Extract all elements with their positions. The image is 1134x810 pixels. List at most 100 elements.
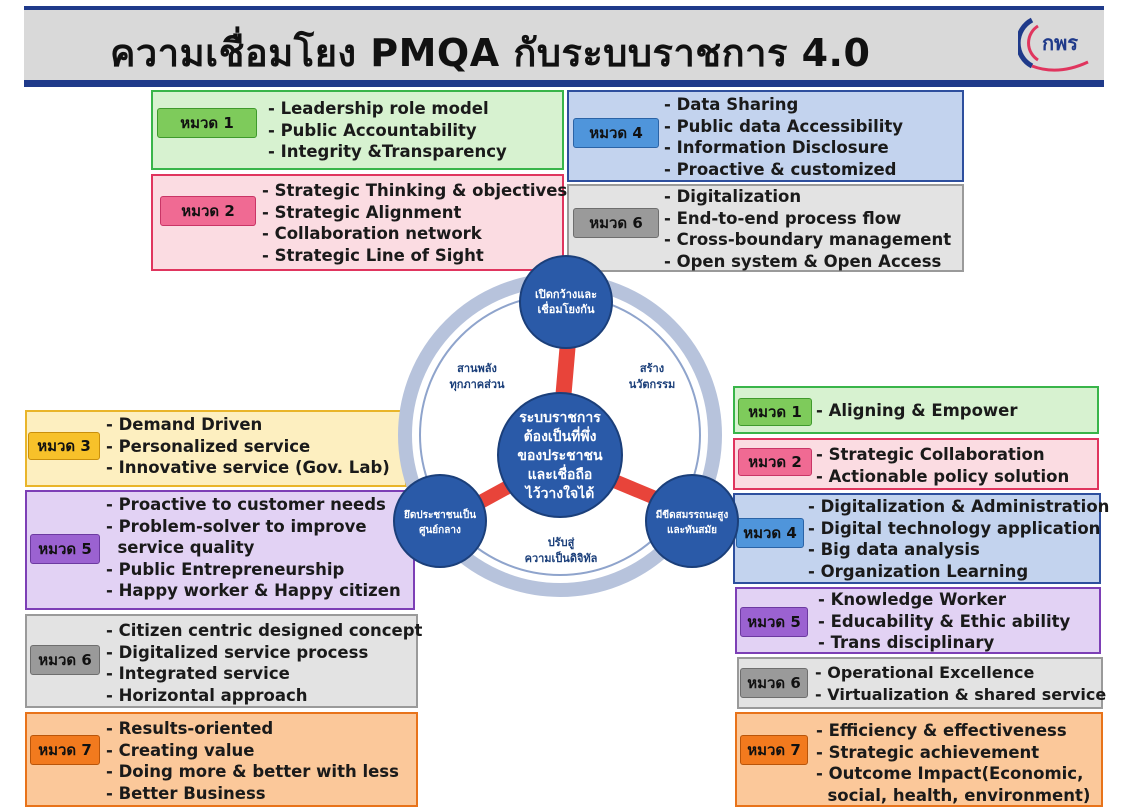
list-item: - Data Sharing [664, 95, 799, 114]
list-item: service quality [106, 538, 255, 557]
node-right-text: มีขีดสมรรถนะสูง [656, 509, 729, 522]
list-item: - Virtualization & shared service [815, 684, 1107, 704]
right-category-2-badge: หมวด 2 [738, 448, 812, 476]
list-item: - Strategic achievement [816, 742, 1040, 762]
list-item: - Doing more & better with less [106, 762, 399, 781]
right-category-7-badge: หมวด 7 [740, 735, 808, 765]
header-band [24, 10, 1104, 82]
top-right-category-6-badge: หมวด 6 [573, 208, 659, 238]
center-text-line: ไว้วางใจได้ [524, 484, 595, 502]
node-left-text: ยึดประชาชนเป็น [404, 507, 476, 521]
left-category-3-list: - Demand Driven - Personalized service -… [106, 414, 390, 479]
list-item: - Operational Excellence [815, 663, 1035, 682]
list-item: - Organization Learning [808, 561, 1029, 581]
center-text-line: ของประชาชน [517, 448, 603, 464]
top-left-category-1-list: - Leadership role model - Public Account… [268, 98, 507, 163]
list-item: - Collaboration network [262, 224, 482, 243]
list-item: - Leadership role model [268, 99, 489, 118]
right-category-6-list: - Operational Excellence - Virtualizatio… [815, 662, 1106, 705]
ring-label-bottom: ปรับสู่ [548, 536, 575, 550]
list-item: - Digitalization [664, 187, 802, 206]
left-category-6-list: - Citizen centric designed concept - Dig… [106, 620, 422, 706]
list-item: - Public data Accessibility [664, 116, 904, 136]
left-category-7-badge: หมวด 7 [30, 735, 100, 765]
top-right-category-4-list: - Data Sharing - Public data Accessibili… [664, 94, 903, 180]
list-item: - Horizontal approach [106, 685, 308, 705]
list-item: - Results-oriented [106, 719, 274, 738]
list-item: - Integrated service [106, 664, 290, 683]
node-top-text: เชื่อมโยงกัน [538, 301, 595, 316]
node-left-circle [393, 474, 487, 568]
right-category-1-badge: หมวด 1 [738, 398, 812, 426]
ring-label-upper-left: ทุกภาคส่วน [449, 378, 505, 392]
left-category-5-badge: หมวด 5 [30, 534, 100, 564]
list-item: - Proactive & customized [664, 159, 897, 179]
right-category-2-list: - Strategic Collaboration - Actionable p… [816, 444, 1069, 487]
right-category-7-list: - Efficiency & effectiveness - Strategic… [816, 720, 1090, 806]
list-item: - Public Entrepreneurship [106, 559, 345, 579]
government-4-0-wheel: ระบบราชการ ต้องเป็นที่พึ่ง ของประชาชน แล… [393, 255, 739, 597]
connector-top [555, 341, 576, 401]
top-left-category-2-list: - Strategic Thinking & objectives - Stra… [262, 180, 567, 266]
list-item: social, health, environment) [816, 785, 1091, 805]
list-item: - Better Business [106, 783, 266, 803]
header-underline [24, 80, 1104, 87]
list-item: - Aligning & Empower [816, 401, 1018, 420]
list-item: - End-to-end process flow [664, 208, 902, 228]
list-item: - Educability & Ethic ability [818, 611, 1071, 631]
ring-label-upper-right: สร้าง [640, 362, 664, 375]
list-item: - Public Accountability [268, 120, 477, 140]
node-right-circle [645, 474, 739, 568]
center-text-line: และเชื่อถือ [528, 464, 593, 483]
node-top-text: เปิดกว้างและ [535, 288, 597, 301]
list-item: - Problem-solver to improve [106, 516, 367, 536]
list-item: - Integrity &Transparency [268, 142, 507, 161]
right-category-1-list: - Aligning & Empower [816, 400, 1018, 422]
top-right-category-4-badge: หมวด 4 [573, 118, 659, 148]
right-category-5-list: - Knowledge Worker - Educability & Ethic… [818, 589, 1070, 654]
node-left-text: ศูนย์กลาง [419, 524, 461, 537]
list-item: - Innovative service (Gov. Lab) [106, 458, 390, 477]
right-category-4-list: - Digitalization & Administration - Digi… [808, 496, 1109, 582]
list-item: - Strategic Thinking & objectives [262, 181, 568, 200]
ring-label-upper-left: สานพลัง [457, 362, 497, 375]
ring-label-upper-right: นวัตกรรม [629, 378, 676, 391]
center-text-line: ต้องเป็นที่พึ่ง [524, 426, 597, 445]
right-category-5-badge: หมวด 5 [740, 607, 808, 637]
list-item: - Knowledge Worker [818, 590, 1007, 609]
logo-text: กพร [1042, 31, 1078, 55]
node-right-text: และทันสมัย [667, 524, 717, 536]
left-category-5-list: - Proactive to customer needs - Problem-… [106, 494, 401, 602]
center-circle [497, 392, 623, 518]
right-category-6-badge: หมวด 6 [740, 668, 808, 698]
list-item: - Cross-boundary management [664, 230, 952, 249]
header-top-bar [24, 6, 1104, 10]
right-category-4-badge: หมวด 4 [736, 518, 804, 548]
list-item: - Demand Driven [106, 415, 263, 434]
top-right-category-6-list: - Digitalization - End-to-end process fl… [664, 186, 951, 272]
list-item: - Digitalized service process [106, 642, 369, 662]
left-category-3-badge: หมวด 3 [28, 432, 100, 460]
list-item: - Digital technology application [808, 518, 1101, 538]
left-category-7-list: - Results-oriented - Creating value - Do… [106, 718, 399, 804]
list-item: - Big data analysis [808, 540, 980, 559]
list-item: - Strategic Collaboration [816, 445, 1045, 464]
list-item: - Information Disclosure [664, 138, 889, 157]
top-left-category-2-badge: หมวด 2 [160, 196, 256, 226]
list-item: - Efficiency & effectiveness [816, 721, 1067, 740]
list-item: - Actionable policy solution [816, 466, 1070, 486]
ring-label-bottom: ความเป็นดิจิทัล [525, 551, 598, 565]
opdc-logo-icon: กพร [1018, 17, 1089, 72]
list-item: - Personalized service [106, 436, 311, 456]
list-item: - Outcome Impact(Economic, [816, 764, 1084, 783]
list-item: - Proactive to customer needs [106, 495, 386, 514]
list-item: - Strategic Alignment [262, 202, 462, 222]
top-left-category-1-badge: หมวด 1 [157, 108, 257, 138]
list-item: - Strategic Line of Sight [262, 245, 484, 265]
list-item: - Open system & Open Access [664, 251, 942, 271]
list-item: - Creating value [106, 740, 255, 760]
list-item: - Citizen centric designed concept [106, 621, 423, 640]
center-text-line: ระบบราชการ [519, 410, 601, 426]
list-item: - Digitalization & Administration [808, 497, 1110, 516]
list-item: - Trans disciplinary [818, 633, 995, 652]
